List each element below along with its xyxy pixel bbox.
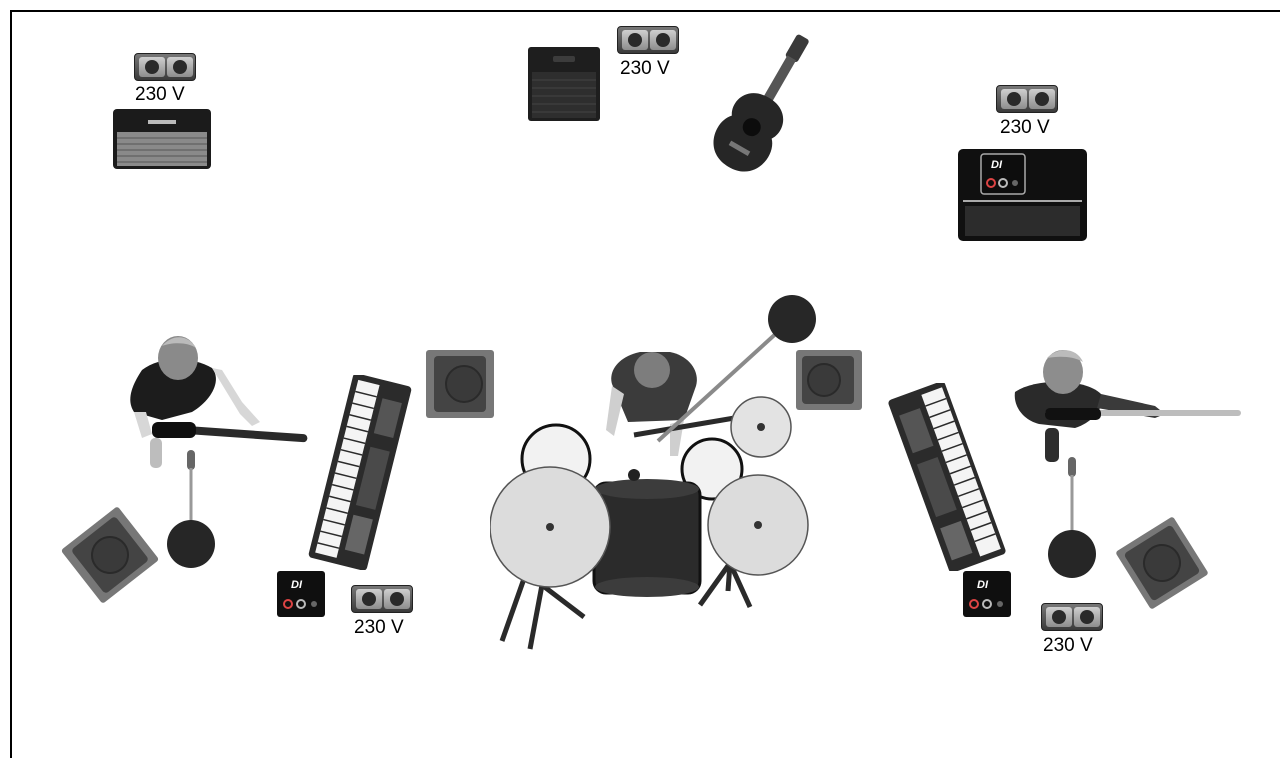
guitarist-right-icon [1005, 348, 1245, 468]
outlet-label-bottom-left: 230 V [354, 617, 404, 639]
outlet-label-top-center: 230 V [620, 58, 670, 80]
bass-amp-with-di-icon: DI [957, 148, 1088, 244]
di-box-left-icon: DI [276, 570, 326, 618]
wedge-monitor-far-right-icon [1112, 515, 1212, 611]
power-outlet-top-right [996, 85, 1058, 113]
keyboard-right-icon [880, 383, 1015, 571]
frame-border-left [10, 10, 12, 758]
wedge-monitor-left-icon [424, 348, 496, 420]
svg-text:DI: DI [291, 579, 303, 591]
outlet-label-top-right: 230 V [1000, 117, 1050, 139]
wedge-monitor-center-right-icon [794, 348, 864, 412]
svg-text:DI: DI [991, 159, 1003, 171]
frame-border-top [10, 10, 1280, 12]
power-outlet-bottom-left [351, 585, 413, 613]
acoustic-guitar-icon [700, 24, 815, 179]
wedge-monitor-far-left-icon [58, 505, 162, 605]
keyboard-left-icon [300, 375, 420, 570]
amp-top-center-icon [527, 46, 602, 124]
power-outlet-top-center [617, 26, 679, 54]
power-outlet-top-left [134, 53, 196, 81]
outlet-label-top-left: 230 V [135, 84, 185, 106]
svg-text:DI: DI [977, 579, 989, 591]
guitar-amp-left-icon [112, 108, 212, 172]
di-box-right-icon: DI [962, 570, 1012, 618]
mic-stand-left-icon [164, 448, 218, 570]
mic-stand-right-icon [1045, 455, 1099, 580]
power-outlet-bottom-right [1041, 603, 1103, 631]
outlet-label-bottom-right: 230 V [1043, 635, 1093, 657]
